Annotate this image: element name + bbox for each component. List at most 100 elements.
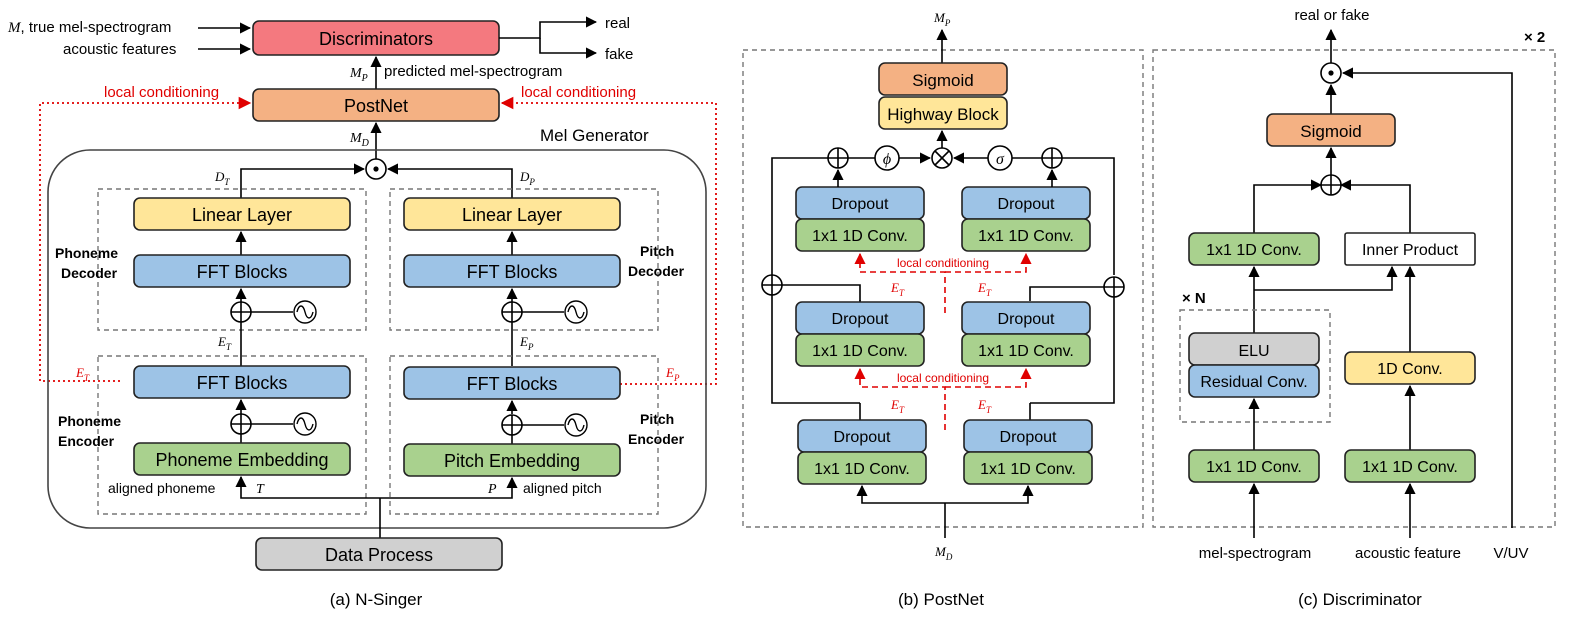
data-process-label: Data Process xyxy=(325,545,433,565)
conv1d-box xyxy=(1344,351,1476,385)
discriminator-region xyxy=(1152,49,1556,528)
fft-encoder-left-label: FFT Blocks xyxy=(197,373,288,393)
fake-label: fake xyxy=(605,46,633,63)
times-2-label: × 2 xyxy=(1524,29,1545,46)
phoneme-encoder-label-2: Encoder xyxy=(58,433,115,449)
dropout-label: Dropout xyxy=(832,311,889,328)
postnet-box xyxy=(252,88,500,122)
conv-box xyxy=(961,333,1091,367)
b-et-label: ET xyxy=(977,397,992,415)
acoustic-feature-label: acoustic feature xyxy=(1355,545,1461,562)
dropout-label: Dropout xyxy=(1000,429,1057,446)
phoneme-embedding-box xyxy=(133,442,351,476)
b-et-label: ET xyxy=(977,280,992,298)
phoneme-decoder-region xyxy=(97,188,367,331)
c-conv-box xyxy=(1344,449,1476,483)
dropout-label: Dropout xyxy=(998,196,1055,213)
b-add-icon xyxy=(1041,147,1063,169)
sigma-label: σ xyxy=(996,151,1005,168)
dropout-label: Dropout xyxy=(834,429,891,446)
caption-c: (c) Discriminator xyxy=(1298,590,1422,609)
multiply-icon xyxy=(931,147,953,169)
positional-encoding-icon xyxy=(564,300,588,324)
discriminators-label: Discriminators xyxy=(319,29,433,49)
positional-encoding-icon xyxy=(293,300,317,324)
pitch-decoder-region xyxy=(389,188,659,331)
predicted-mel-label: predicted mel-spectrogram xyxy=(384,63,562,80)
p-label: P xyxy=(487,482,497,497)
panel-c: × 2 real or fake Sigmoid 1x1 1D Conv. In… xyxy=(1152,7,1556,609)
residual-conv-box xyxy=(1188,364,1320,398)
b-sigmoid-label: Sigmoid xyxy=(912,71,973,90)
et-label: ET xyxy=(217,334,232,352)
c-conv-box xyxy=(1188,449,1320,483)
conv-box xyxy=(795,218,925,252)
b-md-label: MD xyxy=(934,544,953,562)
fft-decoder-right xyxy=(403,254,621,288)
c-sigmoid-box xyxy=(1266,113,1396,147)
phoneme-decoder-label-1: Phoneme xyxy=(55,245,118,261)
t-label: T xyxy=(256,482,265,497)
conv-label: 1x1 1D Conv. xyxy=(814,461,910,478)
mel-generator-label: Mel Generator xyxy=(540,126,649,145)
b-local-conditioning: local conditioning xyxy=(897,256,989,270)
fft-decoder-right-label: FFT Blocks xyxy=(467,262,558,282)
dp-label: DP xyxy=(519,169,535,187)
conv1d-label: 1D Conv. xyxy=(1377,361,1443,378)
encoder-add-left-icon xyxy=(230,413,252,435)
encoder-add-right-icon xyxy=(501,414,523,436)
fft-decoder-left xyxy=(133,254,351,288)
b-add-icon xyxy=(761,274,783,296)
aligned-phoneme-label: aligned phoneme xyxy=(108,480,216,496)
ep-label: EP xyxy=(519,334,534,352)
pitch-embedding-label: Pitch Embedding xyxy=(444,451,580,471)
residual-conv-label: Residual Conv. xyxy=(1200,374,1307,391)
fft-decoder-left-label: FFT Blocks xyxy=(197,262,288,282)
b-et-label: ET xyxy=(890,280,905,298)
mel-generator-container xyxy=(47,149,707,529)
c-conv-label: 1x1 1D Conv. xyxy=(1206,459,1302,476)
residual-stack-region xyxy=(1179,309,1331,423)
pitch-encoder-label-2: Encoder xyxy=(628,431,685,447)
c-add-icon xyxy=(1320,174,1342,196)
local-conditioning-right: local conditioning xyxy=(521,84,636,101)
phoneme-encoder-label-1: Phoneme xyxy=(58,413,121,429)
conv-box xyxy=(797,451,927,485)
fft-encoder-right xyxy=(403,366,621,400)
postnet-label: PostNet xyxy=(344,96,408,116)
phoneme-embedding-label: Phoneme Embedding xyxy=(155,450,328,470)
pitch-decoder-label-2: Decoder xyxy=(628,263,685,279)
elementwise-product-icon xyxy=(365,158,387,180)
b-local-conditioning: local conditioning xyxy=(897,371,989,385)
b-mp-label: MP xyxy=(933,10,951,28)
mp-label: MP xyxy=(349,66,368,84)
inner-product-label: Inner Product xyxy=(1362,242,1459,259)
conv-box xyxy=(963,451,1093,485)
c-conv-box xyxy=(1188,232,1320,266)
conv-label: 1x1 1D Conv. xyxy=(812,343,908,360)
b-sigmoid-box xyxy=(878,62,1008,96)
elu-label: ELU xyxy=(1238,343,1269,360)
fft-encoder-left xyxy=(133,365,351,399)
b-add-icon xyxy=(1103,276,1125,298)
real-label: real xyxy=(605,15,630,32)
pitch-encoder-region xyxy=(389,355,659,515)
decoder-add-right-icon xyxy=(501,301,523,323)
pitch-embedding-box xyxy=(403,443,621,477)
dropout-label: Dropout xyxy=(832,196,889,213)
panel-a: M, true mel-spectrogram acoustic feature… xyxy=(7,15,717,609)
data-process-box xyxy=(255,537,503,571)
conv-box xyxy=(795,333,925,367)
postnet-region xyxy=(742,49,1144,528)
elementwise-product-icon xyxy=(1320,62,1342,84)
highway-block-label: Highway Block xyxy=(887,105,999,124)
dt-label: DT xyxy=(214,169,230,187)
real-or-fake-label: real or fake xyxy=(1294,7,1369,24)
pitch-encoder-label-1: Pitch xyxy=(640,411,674,427)
ep-red-label: EP xyxy=(665,365,680,383)
linear-layer-right-label: Linear Layer xyxy=(462,205,562,225)
times-n-label: × N xyxy=(1182,290,1206,307)
dropout-label: Dropout xyxy=(998,311,1055,328)
c-conv-label: 1x1 1D Conv. xyxy=(1362,459,1458,476)
